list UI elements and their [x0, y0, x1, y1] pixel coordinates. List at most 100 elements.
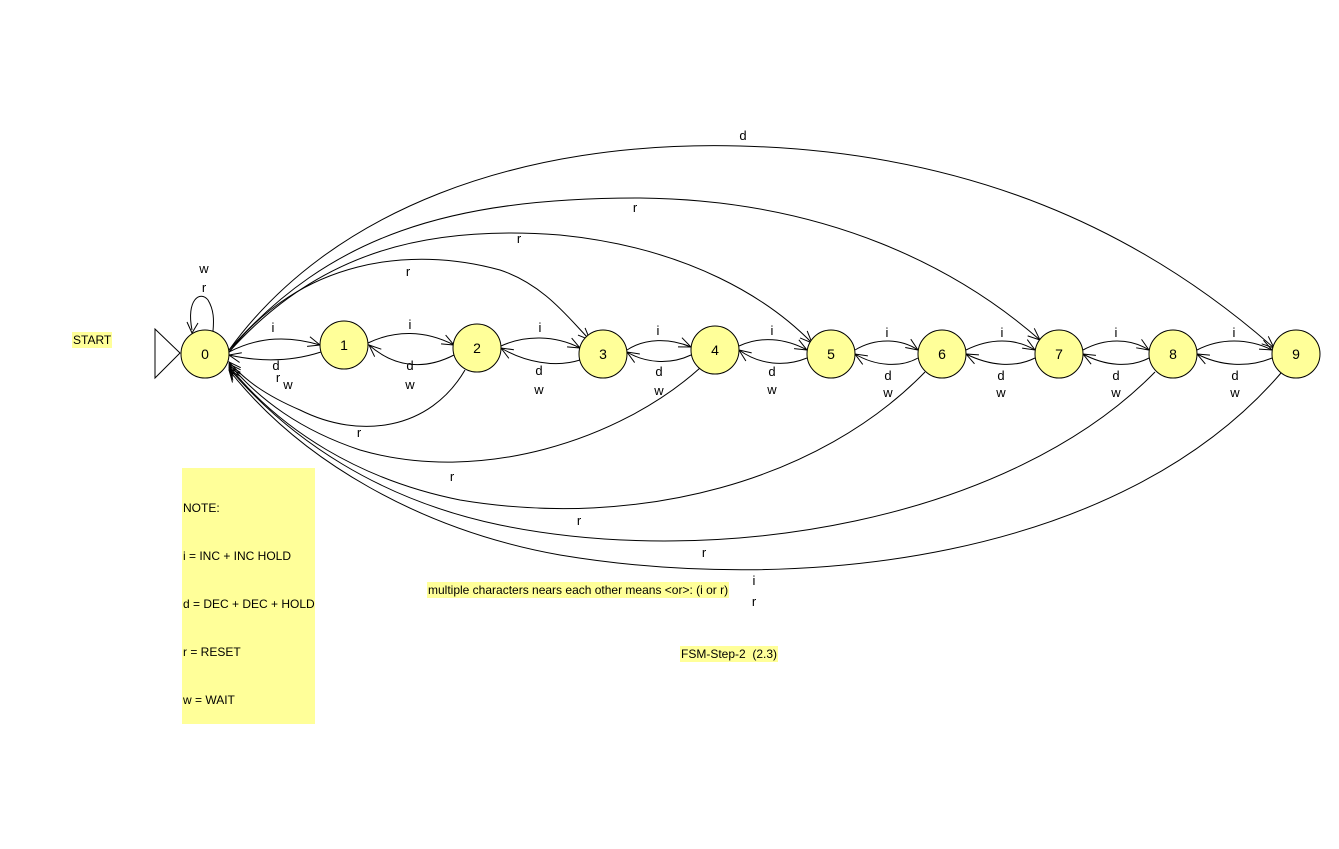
diagram-caption: FSM-Step-2 (2.3) [680, 646, 779, 662]
transition-6-to-0 [229, 366, 926, 510]
transition-label-0-to-0: w [198, 261, 209, 276]
transition-label-1-to-2: i [409, 317, 412, 332]
state-label: 1 [340, 337, 348, 353]
transition-8-to-7 [1083, 354, 1150, 365]
transition-7-to-6 [966, 354, 1036, 365]
transition-0-to-5 [228, 232, 812, 353]
transition-label-4-to-3: w [653, 383, 664, 398]
legend-line-d: d = DEC + DEC + HOLD [183, 597, 315, 611]
transition-label-6-to-5: d [884, 368, 891, 383]
state-2: 2 [452, 323, 502, 373]
start-indicator [154, 327, 181, 380]
transition-label-7-to-8: i [1115, 325, 1118, 340]
state-label: 2 [473, 340, 481, 356]
state-circle [1271, 329, 1321, 379]
or-explanation-note: multiple characters nears each other mea… [427, 582, 730, 598]
state-circle [1034, 329, 1084, 379]
transition-label-1-to-0: w [282, 377, 293, 392]
transition-0-to-7 [228, 197, 1040, 351]
state-label: 4 [711, 342, 719, 358]
state-circle [917, 329, 967, 379]
transition-label-6-to-0: r [450, 469, 455, 484]
state-label: 0 [201, 346, 209, 362]
state-circle [1148, 329, 1198, 379]
transition-label-9-to-8: w [1229, 385, 1240, 400]
state-circle [806, 329, 856, 379]
transition-5-to-6 [854, 341, 918, 350]
transition-label-2-to-1: w [404, 377, 415, 392]
transition-label-2-to-1: d [406, 358, 413, 373]
transition-0-to-0 [190, 295, 214, 332]
transition-label-4-to-3: d [655, 364, 662, 379]
transition-label-4-to-5: i [771, 323, 774, 338]
transition-0-to-9 [228, 145, 1274, 351]
transition-label-4-to-0: r [357, 425, 362, 440]
state-1: 1 [319, 320, 369, 370]
transition-1-to-2 [367, 333, 454, 345]
state-5: 5 [806, 329, 856, 379]
transition-8-to-0 [229, 368, 1156, 542]
transition-label-8-to-7: w [1110, 385, 1121, 400]
transition-2-to-0 [229, 362, 466, 427]
transition-3-to-4 [626, 341, 691, 351]
transition-label-3-to-2: d [535, 363, 542, 378]
transition-1-to-0 [229, 351, 322, 360]
transition-label-5-to-6: i [886, 325, 889, 340]
transition-label-2-to-3: i [539, 320, 542, 335]
state-circle [319, 320, 369, 370]
transition-6-to-5 [855, 354, 919, 365]
state-circle [452, 323, 502, 373]
transition-label-0-to-9: d [739, 128, 746, 143]
state-7: 7 [1034, 329, 1084, 379]
transition-2-to-3 [500, 337, 580, 348]
transition-label-1-to-0: d [272, 358, 279, 373]
transition-label-7-to-6: d [997, 368, 1004, 383]
state-0: 0 [180, 329, 230, 379]
state-label: 7 [1055, 346, 1063, 362]
transitions-layer [186, 145, 1282, 571]
transition-label-9-to-0: r [702, 545, 707, 560]
transition-label-6-to-5: w [882, 385, 893, 400]
state-circle [578, 329, 628, 379]
self-loop-arrowhead-icon [186, 321, 199, 335]
transition-label-0-to-7: r [633, 200, 638, 215]
state-3: 3 [578, 329, 628, 379]
transition-4-to-5 [738, 339, 807, 350]
transition-8-to-9 [1196, 341, 1272, 350]
transition-label-8-to-7: d [1112, 368, 1119, 383]
state-label: 9 [1292, 346, 1300, 362]
states-layer: 0 1 2 3 4 5 6 7 8 9 [180, 320, 1321, 379]
transition-label-9-to-8: d [1231, 368, 1238, 383]
transition-0-to-3 [228, 258, 590, 353]
transition-label-0-to-5: r [517, 231, 522, 246]
transition-3-to-2 [501, 348, 581, 365]
state-label: 3 [599, 346, 607, 362]
transition-label-7-to-6: w [995, 385, 1006, 400]
transition-7-to-8 [1082, 341, 1149, 350]
state-circle [690, 325, 740, 375]
transition-4-to-0 [229, 364, 701, 463]
state-label: 5 [827, 346, 835, 362]
state-label: 8 [1169, 346, 1177, 362]
transition-label-0-to-1: i [272, 320, 275, 335]
state-6: 6 [917, 329, 967, 379]
transition-label-0-to-3: r [406, 264, 411, 279]
transition-label-3-to-2: w [533, 382, 544, 397]
state-8: 8 [1148, 329, 1198, 379]
transition-label-9-to-0: i [753, 573, 756, 588]
transition-2-to-1 [369, 345, 455, 366]
legend-title: NOTE: [183, 501, 220, 515]
transition-6-to-7 [965, 341, 1035, 350]
transition-label-5-to-4: w [766, 382, 777, 397]
transition-9-to-8 [1197, 354, 1273, 365]
state-4: 4 [690, 325, 740, 375]
transition-label-8-to-9: i [1233, 325, 1236, 340]
legend-line-w: w = WAIT [183, 693, 235, 707]
legend-line-r: r = RESET [183, 645, 241, 659]
transition-label-8-to-0: r [577, 513, 582, 528]
legend-line-i: i = INC + INC HOLD [183, 549, 292, 563]
start-label: START [72, 332, 113, 348]
transition-5-to-4 [739, 350, 808, 364]
